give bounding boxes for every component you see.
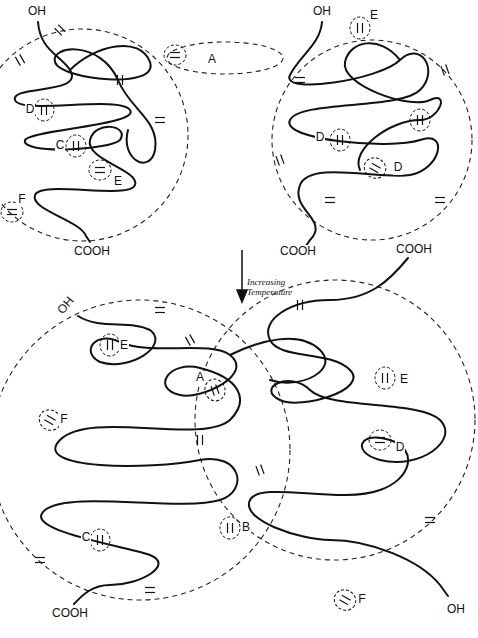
region-letter: A — [207, 53, 217, 66]
region-letter: E — [399, 373, 409, 386]
end-group: OH — [312, 5, 332, 18]
hydrogen-bond-mark — [15, 54, 24, 65]
polymer-chain — [249, 258, 448, 596]
polymer-chain — [289, 22, 438, 246]
hydrogen-bond-mark — [220, 517, 240, 539]
region-letter: E — [369, 9, 379, 22]
hydrogen-bond-mark — [435, 198, 445, 203]
region-letter: C — [55, 139, 66, 152]
hydrogen-bond-mark — [369, 430, 391, 450]
region-letter: F — [59, 413, 68, 426]
hydrogen-bond-mark — [350, 17, 370, 39]
region-letter: D — [25, 103, 36, 116]
polymer-chain — [15, 22, 136, 242]
end-group: COOH — [395, 243, 433, 256]
hydrogen-bond-mark — [441, 64, 449, 75]
hydrogen-bond-mark — [360, 154, 389, 182]
region-letter: A — [195, 371, 205, 384]
hydrogen-bond-mark — [298, 300, 303, 310]
region-letter: D — [393, 161, 404, 174]
region-letter: D — [315, 131, 326, 144]
hydrogen-bond-mark — [34, 99, 54, 121]
cluster-outline — [0, 300, 290, 600]
region-letter: D — [395, 441, 406, 454]
hydrogen-bond-mark — [198, 435, 203, 445]
region-letter: F — [357, 593, 366, 606]
hydrogen-bond-mark — [90, 529, 110, 551]
temperature-arrow — [241, 250, 243, 292]
hydrogen-bond-mark — [202, 376, 228, 404]
junction-outline — [167, 42, 283, 74]
region-letter: C — [81, 531, 92, 544]
region-letter: F — [17, 193, 26, 206]
polymer-chain — [345, 43, 441, 170]
hydrogen-bond-mark — [295, 78, 305, 83]
process-note: Increasing Temperature — [246, 278, 310, 298]
end-group: OH — [55, 294, 78, 318]
hydrogen-bond-mark — [375, 367, 395, 389]
cluster-outline — [272, 40, 472, 240]
hydrogen-bond-mark — [256, 464, 264, 475]
region-letter: E — [119, 339, 129, 352]
end-group: OH — [27, 5, 47, 18]
hydrogen-bond-mark — [155, 118, 165, 123]
end-group: COOH — [73, 245, 111, 258]
end-group: COOH — [51, 607, 89, 620]
polymer-chain — [55, 46, 156, 163]
end-group: OH — [446, 603, 466, 616]
hydrogen-bond-mark — [330, 129, 350, 151]
hydrogen-bond-mark — [89, 160, 111, 180]
polymer-chain — [230, 339, 325, 383]
hydrogen-bond-mark — [145, 588, 155, 593]
hydrogen-bond-mark — [185, 334, 194, 345]
hydrogen-bond-mark — [425, 518, 435, 523]
hydrogen-bond-mark — [155, 308, 165, 313]
polymer-chain — [41, 316, 240, 604]
hydrogen-bond-mark — [100, 334, 120, 356]
hydrogen-bond-mark — [164, 45, 186, 65]
hydrogen-bond-mark — [55, 25, 66, 36]
arrow-head — [237, 290, 247, 302]
hydrogen-bond-mark — [330, 586, 359, 614]
region-letter: E — [113, 175, 123, 188]
hydrogen-bond-mark — [276, 154, 284, 165]
hydrogen-bond-mark — [35, 558, 45, 563]
end-group: COOH — [279, 245, 317, 258]
cluster-outline — [195, 280, 475, 560]
hydrogen-bond-mark — [325, 198, 335, 203]
hydrogen-bond-mark — [118, 75, 123, 85]
hydrogen-bond-mark — [410, 109, 430, 131]
cluster-outline — [0, 29, 188, 241]
hydrogen-bond-mark — [66, 135, 86, 157]
region-letter: B — [241, 521, 251, 534]
